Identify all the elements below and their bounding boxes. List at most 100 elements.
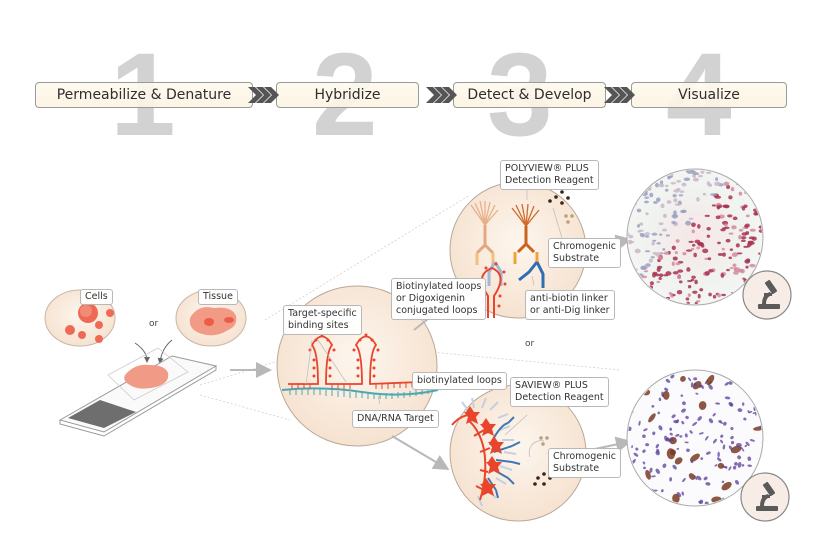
substrate-dots-light — [564, 214, 574, 224]
stained-cell — [687, 293, 691, 297]
stained-cell — [758, 229, 762, 233]
stained-cell — [628, 184, 632, 189]
stained-cell — [673, 198, 678, 203]
stained-cell — [647, 173, 655, 179]
stained-cell — [635, 490, 641, 495]
stained-cell — [721, 481, 732, 491]
stained-cell — [658, 277, 662, 281]
stained-cell — [692, 177, 699, 182]
stained-cell — [731, 252, 738, 257]
stained-cell — [664, 387, 669, 392]
stained-cell — [676, 289, 683, 295]
stained-cell — [674, 203, 682, 206]
stained-cell — [628, 394, 631, 398]
stained-cell — [690, 453, 700, 462]
stained-cell — [726, 184, 731, 190]
stained-cell — [724, 300, 730, 303]
stained-cell — [650, 256, 655, 259]
stained-cell — [752, 188, 758, 191]
stained-cell — [721, 480, 725, 484]
stained-cell — [651, 475, 656, 478]
step-label: Detect & Develop — [467, 87, 592, 103]
stained-cell — [662, 463, 667, 469]
stained-cell — [732, 465, 737, 470]
step-box-permeabilize: Permeabilize & Denature — [35, 82, 253, 108]
stained-cell — [737, 408, 743, 413]
chevron-arrow-3 — [604, 87, 635, 103]
step-label: Hybridize — [314, 87, 381, 103]
stained-cell — [632, 371, 636, 373]
stained-cell — [636, 224, 641, 228]
stained-cell — [686, 448, 690, 453]
stained-cell — [694, 239, 701, 244]
stained-cell — [663, 170, 668, 172]
stained-cell — [662, 248, 666, 251]
stained-cell — [722, 444, 726, 450]
stained-cell — [730, 187, 735, 192]
stained-cell — [640, 275, 648, 279]
stained-cell — [643, 428, 648, 432]
stained-cell — [669, 449, 677, 456]
stained-cell — [669, 427, 673, 431]
stained-cell — [636, 176, 641, 180]
stained-cell — [663, 251, 669, 255]
stained-cell — [728, 466, 732, 471]
stained-cell — [645, 469, 651, 480]
substrate-dots-light — [539, 436, 549, 446]
stained-cell — [697, 224, 701, 229]
stained-cell — [693, 377, 698, 381]
stained-cell — [676, 447, 680, 450]
stained-cell — [651, 241, 655, 246]
stained-cell — [656, 448, 660, 454]
stained-cell — [659, 180, 664, 185]
stained-cell — [708, 268, 714, 273]
stained-cell — [675, 419, 680, 423]
stained-cell — [680, 394, 684, 397]
stained-cell — [696, 197, 700, 202]
stained-cell — [633, 452, 639, 457]
stained-cell — [645, 212, 649, 216]
stained-cell — [749, 263, 756, 268]
stained-cell — [756, 170, 761, 172]
stained-cell — [655, 443, 659, 449]
stained-cell — [641, 491, 646, 497]
stained-cell — [710, 193, 717, 196]
stained-cell — [643, 466, 646, 470]
stained-cell — [730, 426, 734, 431]
stained-cell — [632, 371, 638, 373]
stained-cell — [749, 439, 755, 442]
stained-cell — [646, 170, 653, 171]
biotinylated-loops-label: biotinylated loops — [412, 372, 507, 390]
stained-cell — [703, 476, 708, 481]
stained-cell — [681, 491, 684, 496]
stained-cell — [729, 497, 738, 505]
step-label: Permeabilize & Denature — [56, 87, 232, 103]
loops-label: Biotinylated loops or Digoxigenin conjug… — [391, 278, 487, 320]
stained-cell — [717, 462, 725, 469]
stained-cell — [691, 247, 695, 251]
step-box-hybridize: Hybridize — [276, 82, 419, 108]
stained-cell — [730, 440, 735, 445]
stained-cell — [652, 273, 656, 278]
stained-cell — [692, 290, 698, 294]
stained-cell — [738, 234, 742, 240]
stained-cell — [652, 431, 656, 436]
stained-cell — [723, 421, 727, 426]
stained-cell — [721, 170, 726, 172]
stained-cell — [715, 402, 721, 405]
stained-cell — [706, 181, 710, 186]
stained-cell — [760, 197, 762, 201]
stained-cell — [648, 413, 656, 423]
stained-cell — [727, 214, 733, 218]
stained-cell — [628, 204, 634, 208]
stained-cell — [685, 297, 690, 301]
stained-cell — [672, 464, 677, 470]
stained-cell — [636, 185, 642, 191]
stained-cell — [692, 421, 698, 426]
stained-cell — [633, 382, 638, 388]
stained-cell — [668, 438, 675, 442]
stained-cell — [748, 236, 755, 240]
stained-cell — [712, 413, 716, 417]
stained-cell — [648, 174, 655, 178]
